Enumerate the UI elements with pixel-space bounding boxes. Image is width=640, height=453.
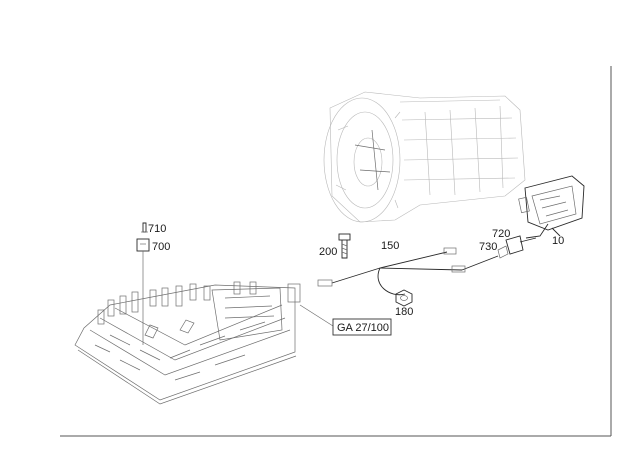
- callout-200: 200: [319, 246, 337, 258]
- callout-10: 10: [552, 235, 564, 247]
- callout-180: 180: [395, 306, 413, 318]
- callout-700: 700: [152, 241, 170, 253]
- wiring-harness-150: [317, 247, 499, 296]
- part-700-icon: [136, 238, 150, 252]
- ga-reference-label: GA 27/100: [337, 322, 389, 334]
- connector-720-730: [497, 235, 537, 259]
- ga-reference-box: [332, 318, 392, 336]
- leader-ga-ref: [299, 304, 334, 327]
- diagram-frame: [60, 66, 612, 437]
- callout-730: 730: [479, 241, 497, 253]
- nut-180: [395, 289, 413, 307]
- bolt-200: [338, 233, 351, 259]
- callout-720: 720: [492, 228, 510, 240]
- valve-body: [74, 281, 301, 405]
- part-710-icon: [141, 222, 148, 233]
- control-unit-10: [518, 175, 585, 239]
- callout-710: 710: [148, 223, 166, 235]
- callout-150: 150: [381, 240, 399, 252]
- transmission-housing: [323, 91, 526, 223]
